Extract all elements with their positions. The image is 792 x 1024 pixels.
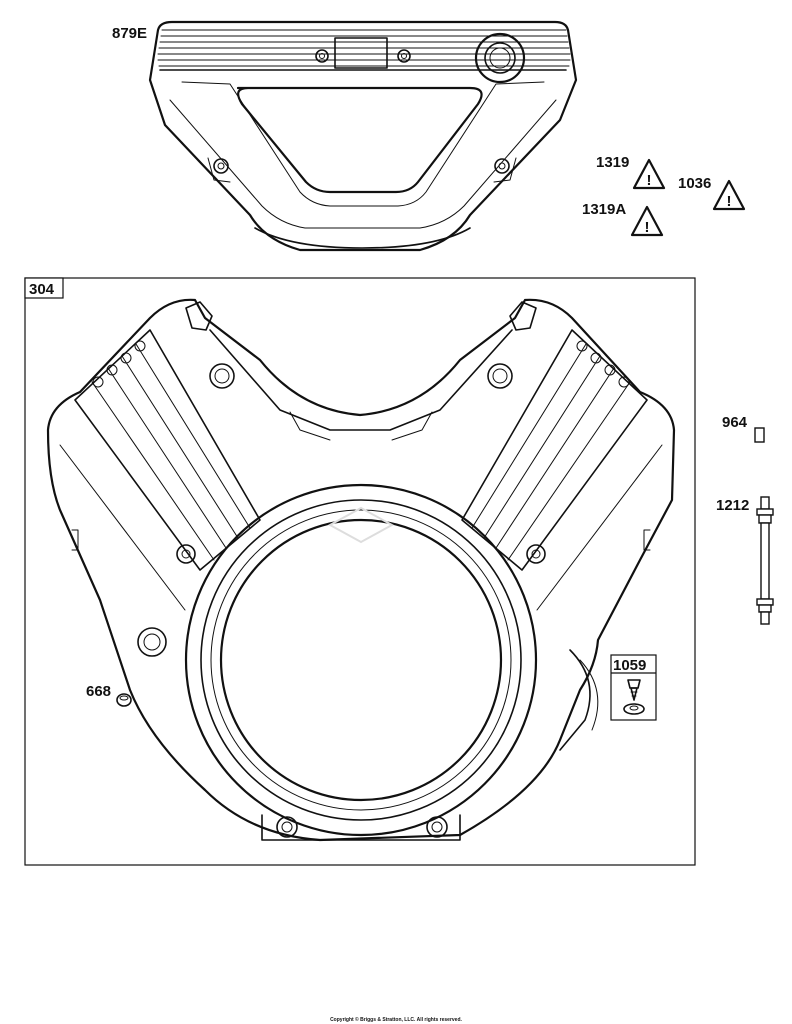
- svg-text:!: !: [645, 219, 650, 236]
- label-668: 668: [86, 683, 111, 700]
- blower-housing-drawing: [46, 298, 676, 842]
- svg-text:!: !: [727, 193, 732, 210]
- footer-copyright: Copyright © Briggs & Stratton, LLC. All …: [330, 1016, 462, 1023]
- label-1319a: 1319A: [582, 201, 626, 218]
- blower-housing-frame: [24, 277, 696, 866]
- part-964-drawing: [754, 427, 765, 443]
- warning-1036-icon: !: [712, 179, 746, 211]
- label-1036: 1036: [678, 175, 711, 192]
- label-304-box: [24, 277, 64, 299]
- warning-1319-icon: !: [632, 158, 666, 190]
- svg-text:!: !: [647, 172, 652, 189]
- washer-icon: [623, 703, 645, 715]
- label-304: 304: [29, 281, 55, 298]
- part-1212-drawing: [756, 496, 774, 625]
- label-1319: 1319: [596, 154, 629, 171]
- label-1059: 1059: [613, 657, 646, 674]
- cover-879e-drawing: [148, 20, 578, 252]
- label-964: 964: [722, 414, 748, 431]
- label-879e: 879E: [112, 25, 147, 42]
- warning-1319a-icon: !: [630, 205, 664, 237]
- part-668-drawing: [116, 693, 132, 707]
- screw-icon: [627, 679, 641, 701]
- label-1212: 1212: [716, 497, 749, 514]
